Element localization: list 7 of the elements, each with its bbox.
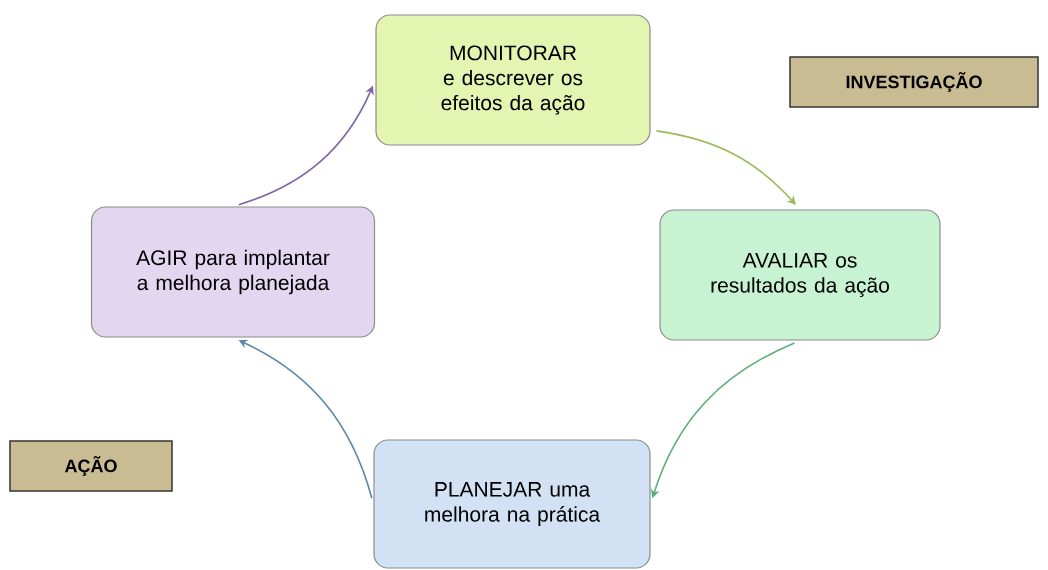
- step-box: MONITORAR e descrever os efeitos da ação: [375, 14, 651, 146]
- arrow: [655, 130, 796, 205]
- phase-box: INVESTIGAÇÃO: [789, 56, 1039, 108]
- step-box: AVALIAR os resultados da ação: [659, 209, 941, 341]
- step-box: PLANEJAR uma melhora na prática: [373, 439, 651, 569]
- step-box: AGIR para implantar a melhora planejada: [90, 206, 376, 338]
- phase-box: AÇÃO: [9, 440, 173, 492]
